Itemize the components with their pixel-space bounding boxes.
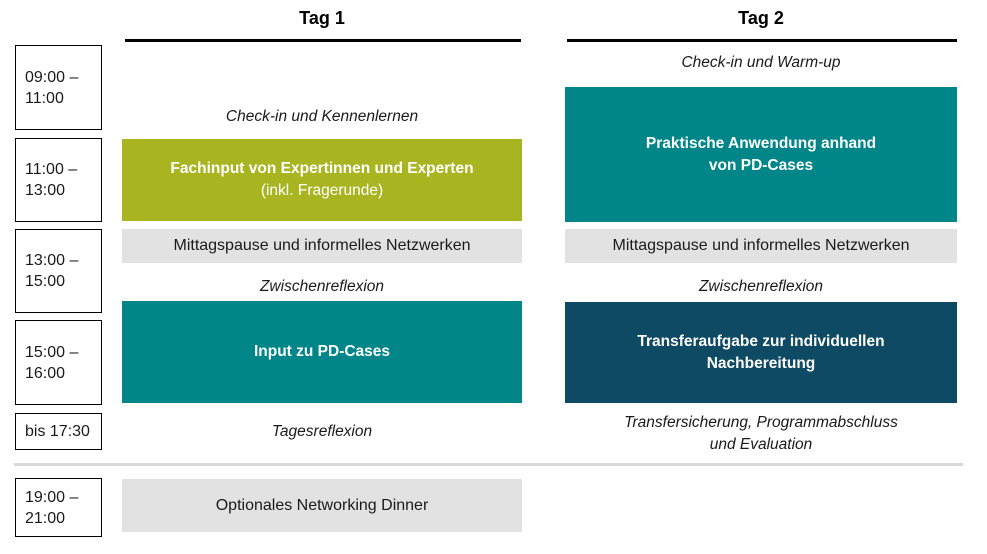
time-slot-1900-2100: 19:00 – 21:00: [15, 478, 102, 537]
time-slot-label: 16:00: [25, 364, 66, 382]
day1-input-pd-cases-title: Input zu PD-Cases: [253, 343, 391, 360]
day1-fachinput-title: Fachinput von Expertinnen und Experten: [170, 160, 474, 177]
time-slot-label: 19:00 –: [25, 488, 79, 506]
day1-checkin-label: Check-in und Kennenlernen: [225, 108, 419, 125]
day1-input-pd-cases-block: Input zu PD-Cases: [122, 301, 522, 403]
day2-praktische-anwendung-line2: von PD-Cases: [708, 156, 814, 174]
evening-divider: [14, 463, 963, 466]
day1-fachinput-subtitle: (inkl. Fragerunde): [260, 182, 384, 199]
time-slot-label: 11:00: [25, 89, 64, 107]
day1-networking-dinner-block: Optionales Networking Dinner: [122, 479, 522, 532]
time-slot-1500-1600: 15:00 – 16:00: [15, 320, 102, 405]
day2-transferaufgabe-line2: Nachbereitung: [706, 354, 816, 372]
day2-praktische-anwendung-line1: Praktische Anwendung anhand: [645, 134, 877, 152]
time-slot-label: 13:00 –: [25, 252, 79, 269]
time-slot-1300-1500: 13:00 – 15:00: [15, 229, 102, 313]
time-slot-label: 21:00: [25, 509, 66, 527]
day2-header-underline: [567, 39, 957, 42]
day1-header-underline: [125, 39, 521, 42]
time-slot-label: 15:00 –: [25, 343, 79, 361]
day2-praktische-anwendung-block: Praktische Anwendung anhand von PD-Cases: [565, 87, 957, 222]
day2-abschluss-line2: und Evaluation: [709, 436, 813, 453]
day1-zwischenreflexion-label: Zwischenreflexion: [259, 278, 385, 295]
time-slot-0900-1100: 09:00 – 11:00: [15, 45, 102, 130]
day2-transferaufgabe-line1: Transferaufgabe zur individuellen: [637, 332, 885, 350]
time-slot-label: 15:00: [25, 273, 66, 290]
time-slot-label: 13:00: [25, 182, 66, 199]
day2-zwischenreflexion-label: Zwischenreflexion: [698, 278, 824, 295]
day2-checkin-label: Check-in und Warm-up: [681, 54, 841, 71]
day1-lunch-block: Mittagspause und informelles Netzwerken: [122, 229, 522, 263]
time-slot-label: 11:00 –: [25, 161, 78, 178]
time-slot-bis-1730: bis 17:30: [15, 413, 102, 450]
day2-lunch-block: Mittagspause und informelles Netzwerken: [565, 229, 957, 263]
time-slot-label: 09:00 –: [25, 68, 79, 86]
day2-header: Tag 2: [738, 8, 784, 28]
day2-transferaufgabe-block: Transferaufgabe zur individuellen Nachbe…: [565, 302, 957, 403]
time-slot-label: bis 17:30: [25, 423, 90, 440]
day2-abschluss-label: Transfersicherung, Programmabschluss und…: [565, 412, 957, 456]
day1-fachinput-block: Fachinput von Expertinnen und Experten (…: [122, 139, 522, 221]
day1-header: Tag 1: [299, 8, 345, 28]
day2-abschluss-line1: Transfersicherung, Programmabschluss: [624, 414, 898, 431]
day1-tagesreflexion-label: Tagesreflexion: [271, 423, 373, 440]
time-slot-1100-1300: 11:00 – 13:00: [15, 138, 102, 222]
